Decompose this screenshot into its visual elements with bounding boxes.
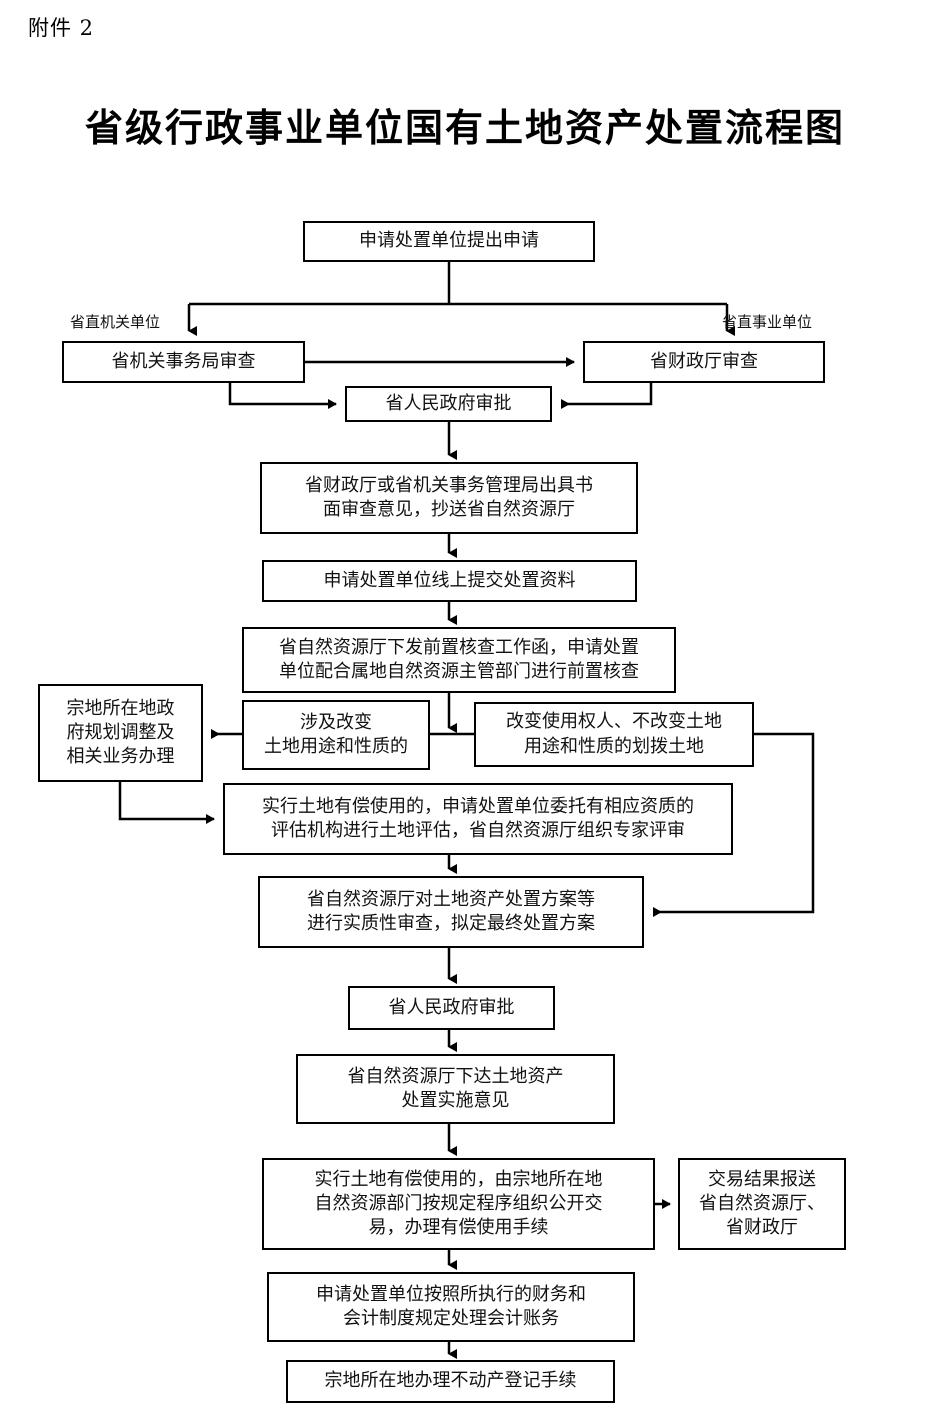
node-registration-label: 宗地所在地办理不动产登记手续 (324, 1370, 577, 1392)
node-online-submit-label: 申请处置单位线上提交处置资料 (323, 569, 576, 591)
node-planning-adjust[interactable]: 宗地所在地政 府规划调整及 相关业务办理 (38, 684, 203, 782)
node-trade-report[interactable]: 交易结果报送 省自然资源厅、 省财政厅 (678, 1158, 846, 1250)
node-change-use[interactable]: 涉及改变 土地用途和性质的 (242, 700, 430, 770)
node-planning-adjust-label: 宗地所在地政 府规划调整及 相关业务办理 (66, 697, 175, 768)
node-pre-check[interactable]: 省自然资源厅下发前置核查工作函，申请处置 单位配合属地自然资源主管部门进行前置核… (242, 627, 676, 693)
node-change-holder-label: 改变使用权人、不改变土地 用途和性质的划拨土地 (506, 711, 722, 757)
node-apply[interactable]: 申请处置单位提出申请 (303, 221, 595, 262)
edge-label-left-branch: 省直机关单位 (70, 313, 161, 331)
node-accounting[interactable]: 申请处置单位按照所执行的财务和 会计制度规定处理会计账务 (267, 1272, 635, 1342)
node-gov-approve-1-label: 省人民政府审批 (385, 392, 512, 414)
node-substantive-review[interactable]: 省自然资源厅对土地资产处置方案等 进行实质性审查，拟定最终处置方案 (258, 876, 644, 948)
node-agency-review-label: 省机关事务局审查 (111, 350, 256, 372)
node-gov-approve-2[interactable]: 省人民政府审批 (348, 986, 555, 1030)
edge-label-right-branch: 省直事业单位 (722, 313, 813, 331)
node-gov-approve-1[interactable]: 省人民政府审批 (345, 386, 552, 422)
node-agency-review[interactable]: 省机关事务局审查 (62, 341, 305, 383)
page-title: 省级行政事业单位国有土地资产处置流程图 (84, 105, 845, 150)
node-trade-report-label: 交易结果报送 省自然资源厅、 省财政厅 (699, 1168, 825, 1239)
node-written-opinion[interactable]: 省财政厅或省机关事务管理局出具书 面审查意见，抄送省自然资源厅 (260, 462, 638, 534)
node-pre-check-label: 省自然资源厅下发前置核查工作函，申请处置 单位配合属地自然资源主管部门进行前置核… (279, 636, 639, 682)
node-public-trade-label: 实行土地有偿使用的，由宗地所在地 自然资源部门按规定程序组织公开交 易，办理有偿… (314, 1168, 603, 1239)
node-registration[interactable]: 宗地所在地办理不动产登记手续 (286, 1360, 615, 1403)
node-public-trade[interactable]: 实行土地有偿使用的，由宗地所在地 自然资源部门按规定程序组织公开交 易，办理有偿… (262, 1158, 655, 1250)
node-finance-review[interactable]: 省财政厅审查 (583, 341, 825, 383)
node-change-holder[interactable]: 改变使用权人、不改变土地 用途和性质的划拨土地 (474, 702, 754, 767)
node-accounting-label: 申请处置单位按照所执行的财务和 会计制度规定处理会计账务 (316, 1283, 586, 1329)
attachment-label: 附件 2 (28, 16, 95, 40)
node-issue-opinion[interactable]: 省自然资源厅下达土地资产 处置实施意见 (296, 1054, 615, 1124)
node-issue-opinion-label: 省自然资源厅下达土地资产 处置实施意见 (347, 1065, 564, 1111)
node-land-appraisal[interactable]: 实行土地有偿使用的，申请处置单位委托有相应资质的 评估机构进行土地评估，省自然资… (223, 783, 733, 855)
node-change-use-label: 涉及改变 土地用途和性质的 (264, 711, 408, 757)
node-finance-review-label: 省财政厅审查 (650, 350, 758, 372)
node-written-opinion-label: 省财政厅或省机关事务管理局出具书 面审查意见，抄送省自然资源厅 (305, 474, 593, 520)
node-apply-label: 申请处置单位提出申请 (359, 230, 539, 252)
node-substantive-review-label: 省自然资源厅对土地资产处置方案等 进行实质性审查，拟定最终处置方案 (307, 888, 595, 934)
node-online-submit[interactable]: 申请处置单位线上提交处置资料 (262, 560, 637, 602)
node-land-appraisal-label: 实行土地有偿使用的，申请处置单位委托有相应资质的 评估机构进行土地评估，省自然资… (262, 795, 694, 841)
node-gov-approve-2-label: 省人民政府审批 (388, 996, 515, 1018)
